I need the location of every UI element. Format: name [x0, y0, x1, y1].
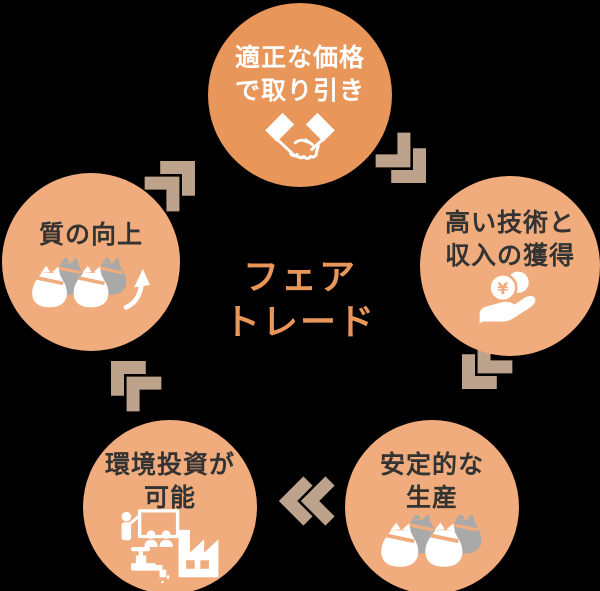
node-fair-price-label: 適正な価格 で取り引き — [235, 41, 365, 107]
handshake-icon — [265, 112, 335, 160]
node-eco-investment-label: 環境投資が 可能 — [105, 448, 235, 514]
faucet-icon — [131, 546, 170, 583]
node-quality-up: 質の向上 — [2, 173, 180, 351]
presenter-icon — [121, 511, 142, 541]
cycle-arrow-left-to-top — [144, 161, 195, 212]
node-fair-price: 適正な価格 で取り引き — [208, 3, 392, 187]
node-fair-price-line1: 適正な価格 — [234, 43, 365, 72]
node-eco-investment-line1: 環境投資が — [104, 450, 235, 479]
node-skills-income-label: 高い技術と 収入の獲得 — [445, 206, 575, 272]
center-title-line2: トレード — [223, 302, 376, 343]
eco-investment-icon — [121, 509, 219, 583]
node-stable-production-line1: 安定的な — [379, 450, 484, 479]
node-fair-price-line2: で取り引き — [234, 76, 365, 105]
node-eco-investment-line2: 可能 — [143, 483, 196, 512]
whiteboard-icon — [137, 509, 180, 539]
coin-yen-symbol: ¥ — [497, 279, 508, 298]
audience-icons — [144, 530, 173, 547]
cycle-arrow-bottomright-to-bottomleft — [278, 476, 335, 526]
money-bag-pair — [425, 515, 482, 567]
cycle-arrow-bottomleft-to-left — [111, 361, 162, 412]
node-skills-income: 高い技術と 収入の獲得 ¥ — [420, 176, 600, 356]
center-title-line1: フェア — [242, 257, 357, 298]
money-bags-arrow-icon — [32, 256, 150, 310]
coin-front — [488, 272, 518, 303]
node-stable-production-line2: 生産 — [405, 483, 458, 512]
money-bag-pair — [32, 256, 85, 308]
node-eco-investment: 環境投資が 可能 — [83, 420, 257, 591]
coin-hand-icon: ¥ — [479, 271, 536, 326]
cycle-arrow-top-to-right — [375, 132, 426, 183]
node-quality-up-label: 質の向上 — [39, 218, 143, 251]
node-quality-up-line1: 質の向上 — [38, 220, 143, 249]
money-bag-pair — [73, 256, 127, 308]
up-arrow-icon — [123, 269, 150, 310]
center-title: フェア トレード — [150, 255, 450, 345]
factory-icon — [178, 529, 219, 578]
node-skills-income-line1: 高い技術と — [444, 208, 575, 237]
node-skills-income-line2: 収入の獲得 — [444, 241, 575, 270]
open-hand — [479, 295, 536, 326]
node-stable-production-label: 安定的な 生産 — [380, 448, 484, 514]
money-bags-icon — [381, 515, 482, 567]
node-stable-production: 安定的な 生産 — [345, 420, 519, 591]
